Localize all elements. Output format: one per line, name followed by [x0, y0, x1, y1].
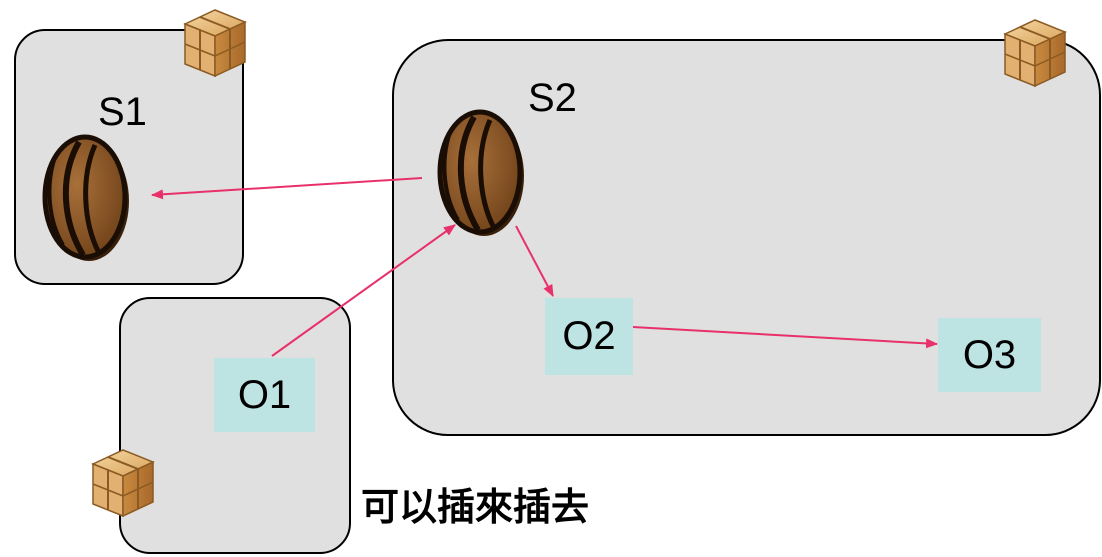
service-label-s1: S1: [98, 90, 147, 134]
object-box-o1: O1: [214, 358, 315, 432]
arrow-s2-to-o2: [515, 225, 554, 297]
service-label-s2: S2: [528, 76, 577, 120]
object-box-o2: O2: [545, 298, 633, 375]
object-box-o3: O3: [938, 318, 1041, 392]
caption: 可以插來插去: [361, 485, 590, 529]
bean-icon: [440, 112, 524, 236]
package-icon: [92, 449, 154, 517]
arrow-o1-to-s2: [271, 224, 456, 357]
bean-icon: [45, 137, 129, 261]
arrow-s2-to-s1: [151, 177, 423, 200]
package-icon: [184, 9, 246, 77]
arrow-o2-to-o3: [632, 326, 938, 349]
package-icon: [1004, 19, 1066, 87]
